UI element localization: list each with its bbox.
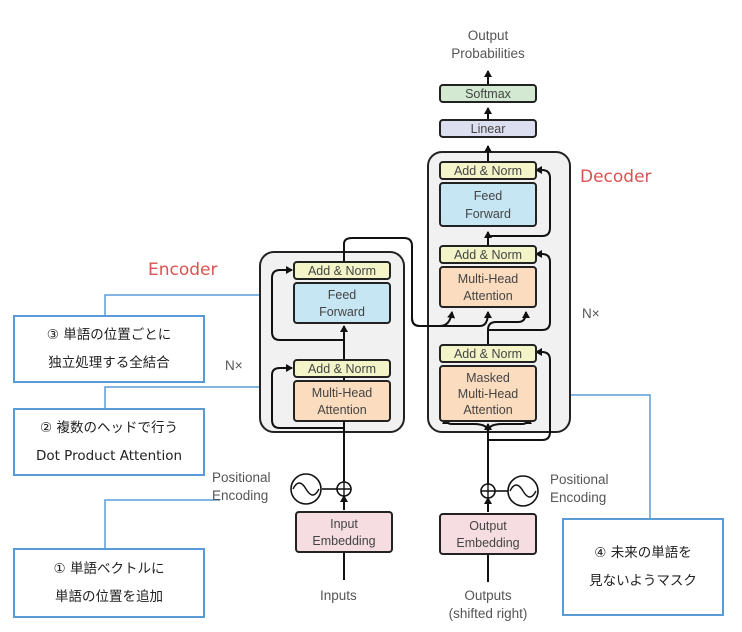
encoder-ff-line2: Forward <box>319 305 365 319</box>
callout-n1-line1: ① 単語ベクトルに <box>53 561 165 577</box>
encoder-add-norm-ff-label: Add & Norm <box>308 264 376 278</box>
decoder-multi-head-attention <box>439 266 537 308</box>
decoder-add-norm-cross <box>439 245 537 264</box>
encoder-nx: N× <box>225 358 243 373</box>
decoder-add-norm-cross-label: Add & Norm <box>454 248 522 262</box>
output-embedding <box>439 513 537 555</box>
decoder-pe-line2: Encoding <box>550 490 606 505</box>
decoder-add-norm-ff-label: Add & Norm <box>454 164 522 178</box>
connector-n3 <box>104 294 295 315</box>
encoder-title: Encoder <box>148 260 218 280</box>
encoder-feed-forward <box>293 282 391 324</box>
decoder-masked-line2: Multi-Head <box>458 387 518 401</box>
encoder-inputs-label: Inputs <box>320 588 357 603</box>
encoder-pe-line2: Encoding <box>212 488 268 503</box>
decoder-add-norm-masked <box>439 344 537 363</box>
encoder-pe-line1: Positional <box>212 470 271 485</box>
decoder-ff-line1: Feed <box>474 189 503 203</box>
decoder-add-norm-ff <box>439 161 537 180</box>
output-embedding-line2: Embedding <box>456 536 519 550</box>
connector-n1 <box>104 499 220 548</box>
connector-n4 <box>535 394 651 518</box>
decoder-ff-line2: Forward <box>465 207 511 221</box>
linear-block <box>439 119 537 138</box>
output-embedding-line1: Output <box>469 519 507 533</box>
encoder-mha-line2: Attention <box>317 403 366 417</box>
input-embedding-line2: Embedding <box>312 534 375 548</box>
decoder-mha-line2: Attention <box>463 289 512 303</box>
encoder-multi-head-attention <box>293 380 391 422</box>
decoder-masked-attention <box>439 365 537 422</box>
callout-connectors <box>104 294 651 548</box>
decoder-mha-line1: Multi-Head <box>458 272 518 286</box>
encoder-ff-line1: Feed <box>328 288 357 302</box>
output-prob-line2: Probabilities <box>451 46 525 61</box>
encoder-mha-line1: Multi-Head <box>312 386 372 400</box>
linear-label: Linear <box>471 122 506 136</box>
encoder-add-norm-attn <box>293 359 391 378</box>
callout-n4-line1: ④ 未来の単語を <box>594 545 692 561</box>
callout-n2-line2: Dot Product Attention <box>35 448 183 464</box>
decoder-title: Decoder <box>580 167 652 187</box>
callout-positional: ① 単語ベクトルに 単語の位置を追加 <box>13 548 205 618</box>
decoder-nx: N× <box>582 306 600 321</box>
decoder-add-norm-masked-label: Add & Norm <box>454 347 522 361</box>
decoder-feed-forward <box>439 182 537 227</box>
callout-n3-line1: ③ 単語の位置ごとに <box>46 327 172 343</box>
callout-feed-forward: ③ 単語の位置ごとに 独立処理する全結合 <box>13 315 205 383</box>
input-embedding <box>295 511 393 553</box>
callout-mask: ④ 未来の単語を 見ないようマスク <box>562 518 724 616</box>
softmax-label: Softmax <box>465 87 512 101</box>
decoder-masked-line1: Masked <box>466 371 510 385</box>
decoder-masked-line3: Attention <box>463 403 512 417</box>
softmax-block <box>439 84 537 103</box>
decoder-outputs-line2: (shifted right) <box>449 606 528 621</box>
callout-n2-line1: ② 複数のヘッドで行う <box>40 420 178 436</box>
decoder-outputs-line1: Outputs <box>464 588 512 603</box>
decoder-pe-line1: Positional <box>550 472 609 487</box>
callout-n1-line2: 単語の位置を追加 <box>55 589 163 605</box>
callout-n4-line2: 見ないようマスク <box>589 573 697 589</box>
callout-n3-line2: 独立処理する全結合 <box>48 355 170 371</box>
encoder-add-norm-attn-label: Add & Norm <box>308 362 376 376</box>
connector-n2 <box>104 386 295 408</box>
encoder-add-norm-ff <box>293 261 391 280</box>
input-embedding-line1: Input <box>330 517 358 531</box>
callout-attention: ② 複数のヘッドで行う Dot Product Attention <box>13 408 205 476</box>
output-prob-line1: Output <box>468 28 509 43</box>
